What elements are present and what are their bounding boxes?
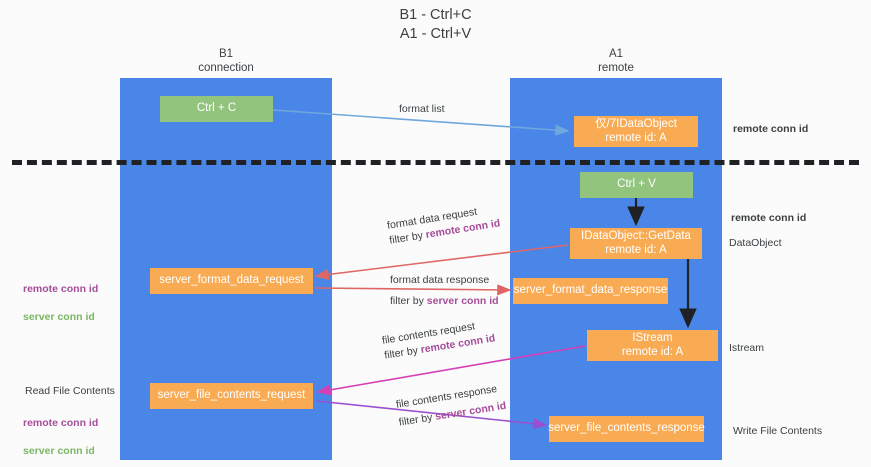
swimlane-a1-title: A1 remote <box>598 48 634 74</box>
edge-label-format-data-request: format data request filter by remote con… <box>386 201 501 248</box>
annotation-left-remote-conn-id-1: remote conn id <box>23 283 99 295</box>
edge-label-file-contents-request: file contents request filter by remote c… <box>381 316 496 363</box>
annotation-remote-conn-id-top: remote conn id <box>733 123 809 135</box>
annotation-left-server-conn-id-2: server conn id <box>23 445 95 457</box>
edge-label-file-contents-response: file contents response filter by server … <box>395 381 507 431</box>
node-server-file-contents-request[interactable]: server_file_contents_request <box>150 383 313 409</box>
annotation-left-conn-ids-2: remote conn id server conn id <box>23 402 98 467</box>
filter-key-server-conn-id: server conn id <box>426 295 499 307</box>
annotation-write-file-contents: Write File Contents <box>733 425 823 437</box>
edge-label-format-data-response: format data response filter by server co… <box>390 273 499 309</box>
annotation-left-conn-ids-1: remote conn id server conn id <box>23 268 98 338</box>
node-idataobject-getdata[interactable]: IDataObject::GetData remote id: A <box>570 228 702 259</box>
edge-label-format-data-response-line1: format data response <box>390 274 490 286</box>
annotation-left-remote-conn-id-2: remote conn id <box>23 417 99 429</box>
annotation-remote-conn-id-mid: remote conn id <box>731 212 807 224</box>
filter-prefix: filter by <box>397 411 437 429</box>
node-idataobject[interactable]: 仅/7IDataObject remote id: A <box>574 116 698 147</box>
page-title: B1 - Ctrl+C A1 - Ctrl+V <box>399 7 472 42</box>
node-server-format-data-response[interactable]: server_format_data_response <box>513 278 668 304</box>
swimlane-b1-title: B1 connection <box>198 48 254 74</box>
node-server-format-data-request[interactable]: server_format_data_request <box>150 268 313 294</box>
node-server-file-contents-response[interactable]: server_file_contents_response <box>548 416 705 442</box>
node-ctrl-v[interactable]: Ctrl + V <box>580 172 693 198</box>
annotation-dataobject: DataObject <box>729 237 782 249</box>
filter-prefix: filter by <box>390 295 427 307</box>
node-istream[interactable]: IStream remote id: A <box>587 330 718 361</box>
annotation-istream: Istream <box>729 342 765 354</box>
phase-divider <box>12 160 859 165</box>
edge-label-format-list: format list <box>399 103 445 115</box>
edge-label-format-data-response-line2: filter by server conn id <box>390 294 499 309</box>
annotation-read-file-contents: Read File Contents <box>25 385 115 397</box>
node-ctrl-c[interactable]: Ctrl + C <box>160 96 273 122</box>
annotation-left-server-conn-id-1: server conn id <box>23 311 95 323</box>
